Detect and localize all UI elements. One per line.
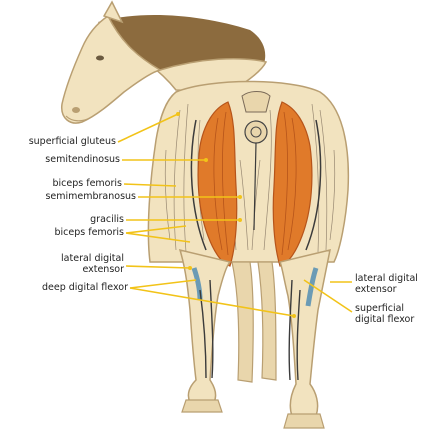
label-semimembranosus: semimembranosus: [45, 192, 136, 203]
right-hind-leg: [280, 250, 330, 416]
label-lateral-digital-extensor-right-line1: lateral digital: [355, 274, 418, 285]
label-superficial-gluteus: superficial gluteus: [29, 137, 116, 148]
anus: [245, 121, 267, 143]
label-lateral-digital-extensor-left: lateral digital extensor: [61, 254, 124, 275]
label-superficial-digital-flexor-line1: superficial: [355, 304, 414, 315]
left-hind-leg: [180, 250, 230, 402]
label-gracilis: gracilis: [90, 215, 124, 226]
right-hoof: [284, 414, 324, 428]
label-lateral-digital-extensor-left-line2: extensor: [61, 265, 124, 276]
label-superficial-digital-flexor: superficial digital flexor: [355, 304, 414, 325]
label-semitendinosus: semitendinosus: [45, 155, 120, 166]
left-hoof: [182, 400, 222, 412]
label-deep-digital-flexor: deep digital flexor: [42, 283, 128, 294]
label-superficial-digital-flexor-line2: digital flexor: [355, 315, 414, 326]
label-biceps-femoris-upper: biceps femoris: [53, 179, 123, 190]
label-biceps-femoris-lower: biceps femoris: [55, 228, 125, 239]
tail-root: [242, 92, 270, 113]
inner-leg-right: [258, 262, 276, 380]
eye: [96, 56, 104, 61]
label-lateral-digital-extensor-left-line1: lateral digital: [61, 254, 124, 265]
nostril: [72, 107, 80, 113]
label-lateral-digital-extensor-right-line2: extensor: [355, 285, 418, 296]
label-lateral-digital-extensor-right: lateral digital extensor: [355, 274, 418, 295]
inner-leg-left: [232, 262, 253, 382]
